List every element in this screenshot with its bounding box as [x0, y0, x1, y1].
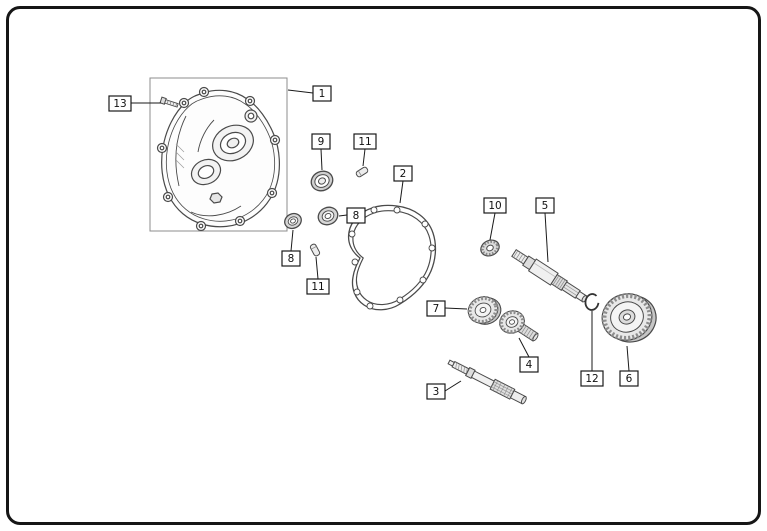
callout-leader-line	[315, 256, 319, 280]
callout-leader-line	[399, 180, 404, 204]
callout-leader-line	[444, 307, 468, 310]
callout-leader-line	[290, 229, 294, 252]
callout-number: 8	[353, 210, 360, 222]
callout-10: 10	[483, 197, 507, 241]
callout-13: 13	[108, 95, 161, 112]
callout-number: 2	[400, 168, 407, 180]
callout-9: 9	[311, 133, 331, 171]
callout-box	[346, 207, 366, 224]
callout-box	[312, 85, 332, 102]
callout-7: 7	[426, 300, 468, 317]
callout-number: 6	[626, 373, 633, 385]
callout-box	[311, 133, 331, 150]
callout-5: 5	[535, 197, 555, 263]
callout-number: 8	[288, 253, 295, 265]
callout-box	[483, 197, 507, 214]
callout-number: 12	[585, 373, 598, 385]
cover-bolt-ears	[156, 86, 281, 232]
callout-leader-line	[444, 380, 462, 392]
callout-number: 4	[526, 359, 533, 371]
callout-number: 7	[433, 303, 440, 315]
callout-12: 12	[580, 311, 604, 387]
callout-box	[108, 95, 132, 112]
callout-11-top: 11	[353, 133, 377, 167]
callout-leader-line	[287, 89, 314, 94]
cover-drain-plug	[209, 192, 223, 204]
callout-8-left: 8	[281, 229, 301, 267]
output-shaft	[447, 359, 527, 405]
dowel-pin-top	[355, 166, 369, 178]
callout-leader-line	[626, 345, 630, 372]
callout-leader-line	[338, 214, 348, 217]
driven-gear	[601, 293, 657, 343]
bearing	[310, 170, 334, 192]
callout-box	[580, 370, 604, 387]
callout-box	[535, 197, 555, 214]
callout-leader-line	[518, 337, 530, 358]
callout-8-right: 8	[338, 207, 366, 224]
callout-number: 1	[319, 88, 326, 100]
callout-1: 1	[287, 85, 332, 102]
callout-leader-line	[489, 212, 496, 241]
callout-box	[281, 250, 301, 267]
callout-box	[619, 370, 639, 387]
callout-leader-line	[362, 148, 366, 167]
callout-box	[426, 383, 446, 400]
callout-number: 11	[311, 281, 324, 293]
gasket	[347, 204, 437, 311]
callout-box	[519, 356, 539, 373]
callout-box	[426, 300, 446, 317]
gasket-bolt-holes	[348, 206, 436, 310]
screw	[159, 96, 179, 108]
callout-box	[393, 165, 413, 182]
idler-gear	[467, 296, 502, 325]
cover-frame	[149, 77, 288, 232]
callout-number: 5	[542, 200, 549, 212]
washer	[480, 239, 500, 257]
callout-leader-line	[320, 148, 323, 171]
callout-6: 6	[619, 345, 639, 387]
callout-box	[353, 133, 377, 150]
callout-3: 3	[426, 380, 462, 400]
callout-box	[306, 278, 330, 295]
callout-number: 3	[433, 386, 440, 398]
dowel-pin-bottom	[309, 243, 321, 257]
oil-seal-right	[317, 206, 339, 226]
callout-4: 4	[518, 337, 539, 373]
callout-2: 2	[393, 165, 413, 204]
callout-number: 11	[358, 136, 371, 148]
callout-leader-line	[544, 212, 549, 263]
callout-number: 13	[113, 98, 126, 110]
callout-number: 9	[318, 136, 325, 148]
callout-number: 10	[488, 200, 501, 212]
callout-11-bottom: 11	[306, 256, 330, 295]
gear-shaft	[511, 248, 588, 303]
oil-seal-left	[284, 212, 302, 230]
transmission-cover	[156, 86, 281, 232]
circlip	[584, 293, 600, 311]
pinion-gear	[499, 310, 539, 342]
